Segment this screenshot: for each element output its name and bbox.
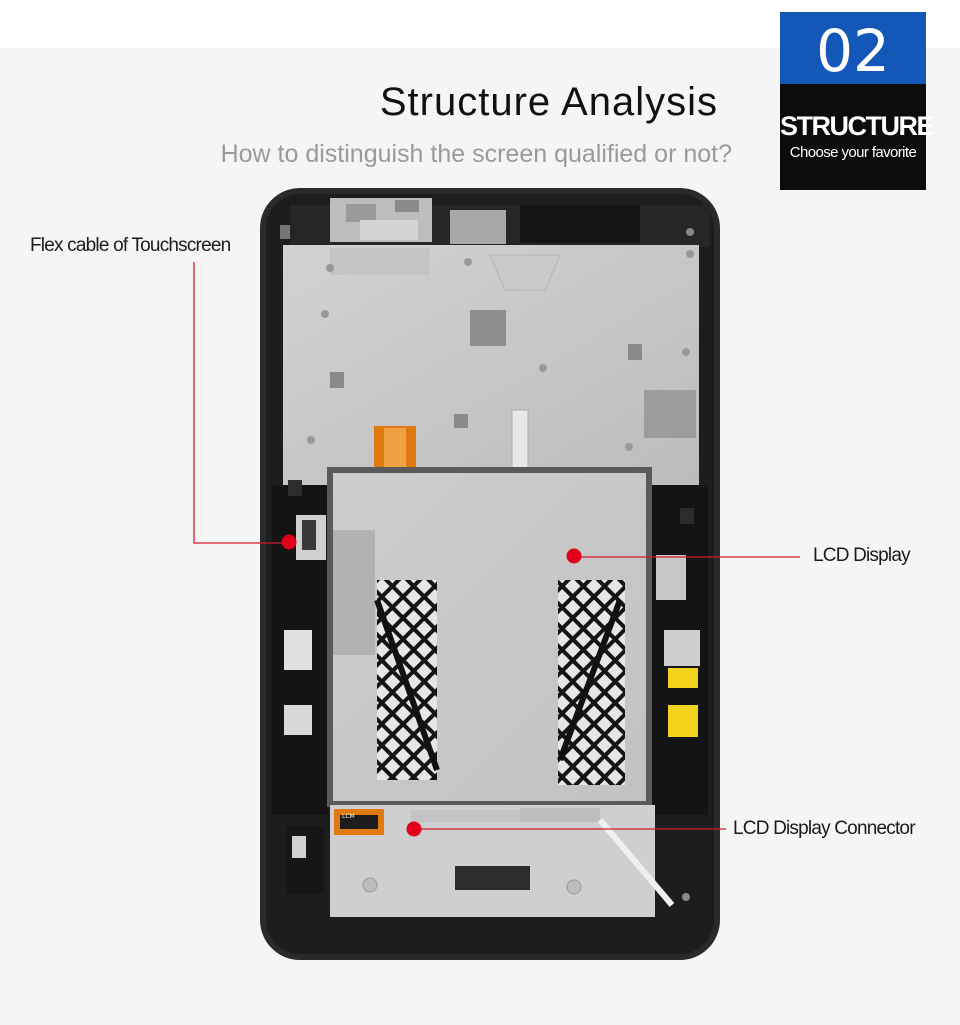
callout-lcd-display: LCD Display (813, 545, 911, 566)
section-badge: 02 STRUCTURE Choose your favorite (780, 12, 935, 190)
callout-lcd-connector: LCD Display Connector (733, 818, 916, 839)
lcd-display-marker (566, 548, 582, 564)
connector-tag: LCM (342, 813, 355, 820)
lcd-connector-marker (406, 821, 422, 837)
metal-frame-plate (283, 245, 699, 485)
flex-cable-leader (193, 262, 289, 544)
page-title: Structure Analysis (379, 80, 718, 124)
callout-flex-cable: Flex cable of Touchscreen (30, 235, 231, 256)
page-subtitle: How to distinguish the screen qualified … (220, 140, 732, 168)
section-number: 02 (780, 12, 926, 85)
flex-cable-marker (281, 534, 297, 550)
section-heading: STRUCTURE (780, 111, 935, 141)
section-label-box: STRUCTURE Choose your favorite (780, 84, 935, 190)
section-tagline: Choose your favorite (789, 144, 917, 161)
